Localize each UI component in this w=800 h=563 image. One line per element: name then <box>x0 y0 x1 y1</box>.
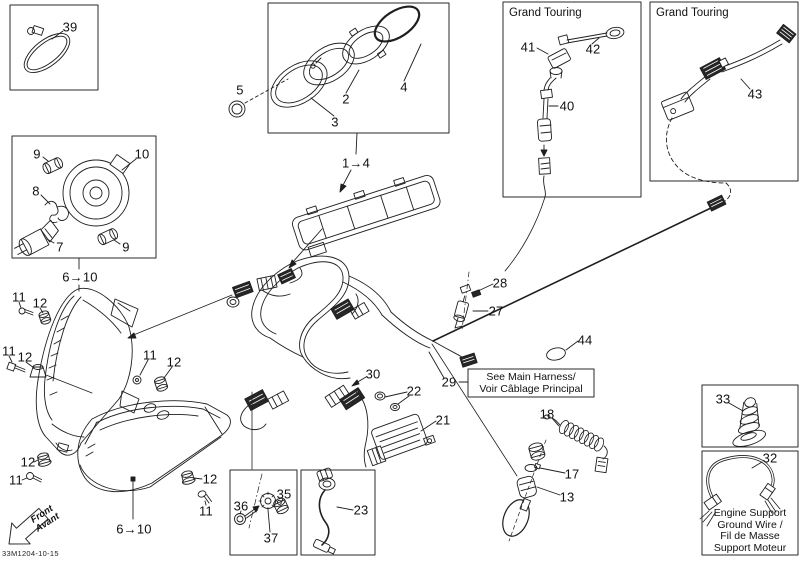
engine-support-line2: Ground Wire / <box>717 518 783 531</box>
part-label-23: 23 <box>353 502 369 518</box>
box-grand-touring-2 <box>649 1 799 182</box>
part-label-9a: 9 <box>33 146 41 162</box>
sheet-code: 33M1204-10-15 <box>2 549 59 558</box>
part-label-12a: 12 <box>32 295 48 311</box>
part-label-8: 8 <box>32 183 40 199</box>
part-label-35: 35 <box>276 486 292 502</box>
grommet-44-drawing <box>546 340 579 361</box>
box-grand-touring-1 <box>502 1 642 198</box>
engine-support-line4: Support Moteur <box>713 541 787 554</box>
part-label-17: 17 <box>564 466 580 482</box>
box-bulb <box>11 135 157 259</box>
part-label-40: 40 <box>559 98 575 114</box>
part-label-32: 32 <box>762 450 778 466</box>
see-main-harness-note: See Main Harness/ Voir Câblage Principal <box>469 371 593 395</box>
bulb-box-drawing <box>14 154 137 292</box>
part-label-11b: 11 <box>2 343 16 359</box>
part-label-33: 33 <box>715 391 731 407</box>
part-label-39: 39 <box>62 19 78 35</box>
part-label-11c: 11 <box>143 347 157 363</box>
main-harness-drawing <box>226 194 727 477</box>
part-label-7: 7 <box>56 239 64 255</box>
part-label-12c: 12 <box>166 354 182 370</box>
box-33 <box>701 384 799 448</box>
part-label-6-10a: 6→10 <box>62 269 98 285</box>
clamp-39-drawing <box>23 25 71 73</box>
box-39 <box>9 4 99 91</box>
part-label-43: 43 <box>747 86 763 102</box>
front-arrow-drawing <box>8 507 49 545</box>
part-label-27: 27 <box>488 303 504 319</box>
sensor-27-28-drawing <box>453 271 494 331</box>
box-32 <box>701 450 799 556</box>
part-label-44: 44 <box>577 332 593 348</box>
part-label-12d: 12 <box>20 454 36 470</box>
part-label-22: 22 <box>406 383 422 399</box>
regulator-21-22-drawing <box>366 391 437 467</box>
engine-support-line3: Fil de Masse <box>720 530 780 542</box>
ground-wire-32-drawing <box>699 455 781 527</box>
part-label-42: 42 <box>585 41 601 57</box>
engine-support-note: Engine Support Ground Wire / Fil de Mass… <box>702 507 798 554</box>
grand-touring-2-drawing <box>661 23 797 204</box>
tether-key-drawing <box>502 414 609 542</box>
part-label-11a: 11 <box>12 289 26 305</box>
headlight-front-drawing <box>21 400 231 520</box>
part-label-1-4: 1→4 <box>341 155 371 171</box>
part-label-36: 36 <box>233 498 249 514</box>
box-gauge-cluster <box>267 2 450 134</box>
part-label-12e: 12 <box>202 471 218 487</box>
engine-support-line1: Engine Support <box>713 507 787 519</box>
part-label-29: 29 <box>441 374 457 390</box>
push-pin-33-drawing <box>728 397 766 447</box>
part-label-2: 2 <box>342 91 350 107</box>
part-label-11d: 11 <box>9 472 23 488</box>
part-label-6-10b: 6→10 <box>116 521 152 537</box>
part-label-12b: 12 <box>17 349 33 365</box>
box-see-main-harness <box>467 368 595 398</box>
see-main-harness-line2: Voir Câblage Principal <box>479 383 583 395</box>
grand-touring-1-title: Grand Touring <box>509 7 582 19</box>
part-label-21: 21 <box>435 412 451 428</box>
part-label-13: 13 <box>559 489 575 505</box>
part-label-11e: 11 <box>199 503 213 519</box>
part-label-10: 10 <box>134 146 150 162</box>
part-label-37: 37 <box>263 530 279 546</box>
part-label-5: 5 <box>236 82 244 98</box>
sensor-23-drawing <box>312 467 354 555</box>
headlight-rear-drawing <box>6 287 233 456</box>
part-label-4: 4 <box>400 79 408 95</box>
part-label-28: 28 <box>492 275 508 291</box>
box-sensor-23 <box>300 469 376 556</box>
screw-kit-drawing <box>234 473 289 533</box>
see-main-harness-line1: See Main Harness/ <box>486 371 576 383</box>
part-label-18: 18 <box>539 406 555 422</box>
part-label-41: 41 <box>520 39 536 55</box>
gauge-cluster-assembled-drawing <box>288 169 441 269</box>
grand-touring-1-drawing <box>504 26 625 272</box>
frame-boxes <box>9 1 799 556</box>
gauge-cluster-exploded-drawing <box>228 5 422 155</box>
grand-touring-2-title: Grand Touring <box>656 7 729 19</box>
box-screw-kit <box>229 469 298 556</box>
part-label-30: 30 <box>365 366 381 382</box>
part-label-3: 3 <box>331 114 339 130</box>
part-label-9b: 9 <box>122 239 130 255</box>
